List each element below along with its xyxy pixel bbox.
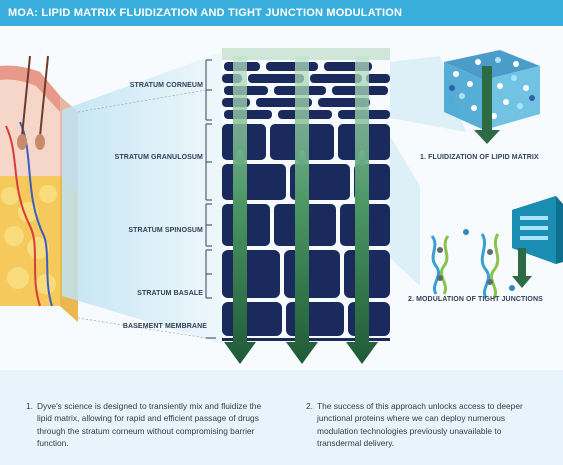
lipid-matrix-illustration	[390, 50, 540, 144]
layer-label-stratum-basale: STRATUM BASALE	[137, 290, 203, 297]
tight-junction-illustration	[390, 136, 563, 299]
callout-beam	[390, 136, 420, 286]
modulation-arrow	[512, 248, 532, 288]
corneocyte	[366, 74, 390, 83]
footnote-2: 2. The success of this approach unlocks …	[306, 400, 546, 450]
corneocyte	[248, 74, 304, 83]
keratinocyte	[222, 164, 286, 200]
header-bar: MOA: LIPID MATRIX FLUIDIZATION AND TIGHT…	[0, 0, 563, 26]
keratinocyte	[222, 250, 280, 298]
mechanism-diagram	[0, 26, 563, 370]
diagram-title: MOA: LIPID MATRIX FLUIDIZATION AND TIGHT…	[8, 7, 403, 19]
layer-label-stratum-corneum: STRATUM CORNEUM	[129, 82, 203, 89]
penetration-arrows	[224, 56, 378, 364]
penetration-arrow	[224, 56, 256, 364]
corneocyte	[310, 74, 362, 83]
keratinocyte	[286, 302, 344, 336]
connector-lines	[77, 89, 207, 339]
footnotes-panel: 1. Dyve's science is designed to transie…	[0, 370, 563, 465]
penetration-arrow	[346, 56, 378, 364]
mechanism-figure: STRATUM CORNEUM STRATUM GRANULOSUM STRAT…	[0, 26, 563, 370]
callout-label-fluidization: 1. FLUIDIZATION OF LIPID MATRIX	[420, 154, 539, 161]
footnote-text: Dyve's science is designed to transientl…	[37, 401, 262, 449]
penetration-arrow	[286, 56, 318, 364]
layer-label-stratum-spinosum: STRATUM SPINOSUM	[128, 227, 203, 234]
footnote-1: 1. Dyve's science is designed to transie…	[26, 400, 276, 450]
footnote-number: 1.	[26, 401, 33, 411]
keratinocyte	[222, 302, 282, 336]
keratinocyte	[284, 250, 340, 298]
corneocyte	[224, 110, 272, 119]
footnote-number: 2.	[306, 401, 313, 411]
fluidization-arrow	[474, 66, 500, 144]
zoom-beam	[62, 52, 222, 344]
layer-brackets	[205, 59, 216, 339]
corneocyte	[266, 62, 318, 71]
layer-label-stratum-granulosum: STRATUM GRANULOSUM	[114, 154, 203, 161]
layer-label-basement-membrane: BASEMENT MEMBRANE	[122, 323, 207, 330]
footnote-text: The success of this approach unlocks acc…	[317, 401, 523, 449]
callout-label-tight-junctions: 2. MODULATION OF TIGHT JUNCTIONS	[408, 296, 543, 303]
